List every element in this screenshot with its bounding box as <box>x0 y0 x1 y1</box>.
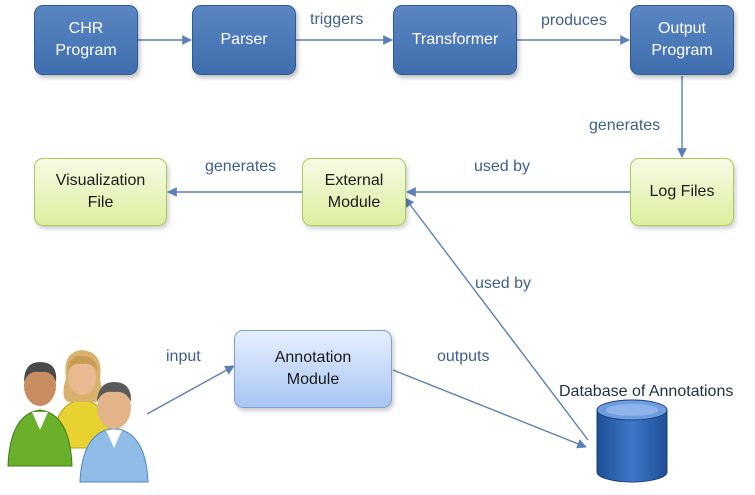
database-label: Database of Annotations <box>559 383 734 400</box>
edge-outputs <box>392 369 587 449</box>
edge-label-triggers: triggers <box>310 11 364 28</box>
users-group-icon <box>7 350 149 483</box>
edge-used-by-db <box>404 197 589 441</box>
node-output-program: Output Program <box>630 5 734 75</box>
node-transformer: Transformer <box>393 5 517 75</box>
edge-label-used-by-log: used by <box>474 158 531 175</box>
edge-label-produces: produces <box>541 12 607 29</box>
edge-input <box>146 365 235 415</box>
node-chr-program: CHR Program <box>34 5 138 75</box>
edge-label-used-by-db: used by <box>475 275 532 292</box>
node-log-files: Log Files <box>630 158 734 226</box>
edge-label-generates-vis: generates <box>205 158 277 175</box>
database-cylinder-icon <box>596 399 668 483</box>
node-external-module: External Module <box>302 158 406 226</box>
node-visualization-file: Visualization File <box>34 158 167 226</box>
node-annotation-module: Annotation Module <box>234 330 392 408</box>
edge-label-generates-log: generates <box>589 117 661 134</box>
edge-label-input: input <box>166 348 201 365</box>
edge-label-outputs: outputs <box>437 348 490 365</box>
node-parser: Parser <box>192 5 296 75</box>
